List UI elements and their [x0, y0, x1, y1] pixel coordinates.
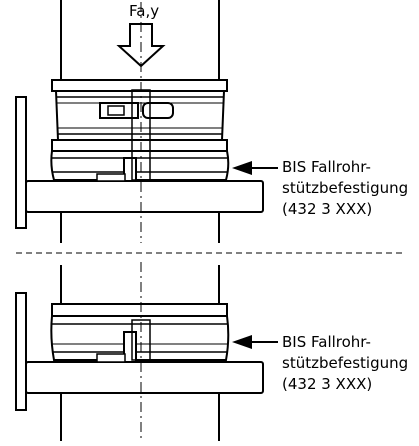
lower-wall-plate	[15, 292, 27, 411]
lower-callout-line3: (432 3 XXX)	[282, 375, 372, 393]
upper-callout	[232, 161, 278, 175]
upper-callout-line1: BIS Fallrohr-	[282, 158, 371, 176]
lower-pipe-clamp	[50, 303, 230, 361]
lower-callout-line1: BIS Fallrohr-	[282, 333, 371, 351]
upper-pipe	[60, 0, 220, 243]
lower-support-bracket	[25, 361, 264, 394]
lower-pipe	[60, 265, 220, 441]
upper-support-bracket	[25, 180, 264, 213]
lower-view	[15, 262, 264, 441]
lower-stud	[96, 319, 151, 363]
upper-pipe-clamp	[50, 79, 230, 181]
upper-callout-line2: stützbefestigung	[282, 179, 408, 197]
upper-view	[15, 0, 264, 243]
lower-callout-line2: stützbefestigung	[282, 354, 408, 372]
lower-callout	[232, 335, 278, 349]
upper-wall-plate	[15, 96, 27, 229]
upper-callout-line3: (432 3 XXX)	[282, 200, 372, 218]
force-label: Fa,y	[129, 2, 159, 20]
